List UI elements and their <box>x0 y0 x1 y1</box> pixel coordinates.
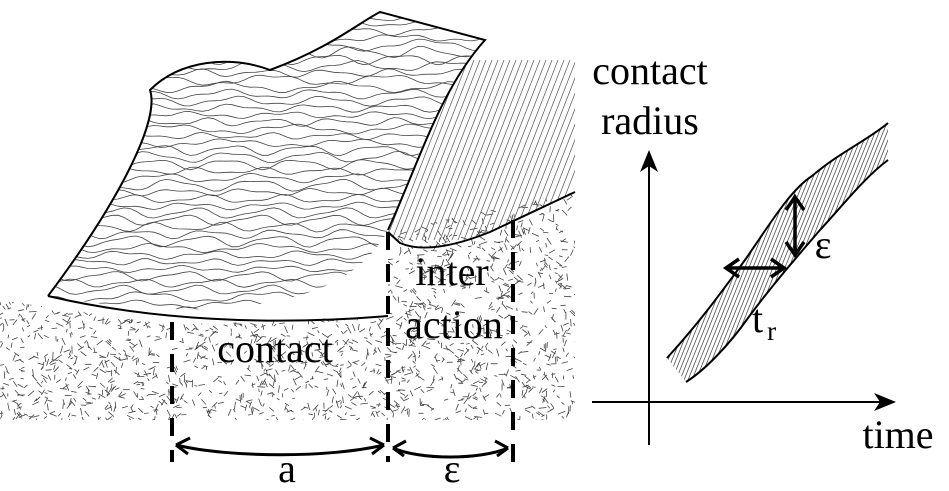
dashed-marker-lines <box>170 220 515 462</box>
tr-width-arrow <box>722 257 788 279</box>
inter-label: inter <box>415 249 488 294</box>
y-axis <box>640 150 658 445</box>
contact-width-bracket <box>175 436 385 457</box>
tr-main: t <box>752 296 763 341</box>
y-axis-label-line2: radius <box>601 98 699 143</box>
y-axis-label-line1: contact <box>592 48 708 93</box>
substrate-surface-line <box>387 191 576 249</box>
action-label: action <box>405 302 503 347</box>
tr-subscript: r <box>767 316 776 346</box>
epsilon-height-arrow <box>784 193 806 259</box>
contact-radius-band <box>666 122 889 383</box>
contact-width-label: a <box>278 446 296 491</box>
contact-label: contact <box>217 326 333 371</box>
interaction-width-bracket <box>392 439 509 459</box>
interaction-width-label: ε <box>444 446 461 491</box>
epsilon-height-label: ε <box>815 222 832 267</box>
x-axis-label: time <box>862 412 933 457</box>
x-axis <box>592 393 896 411</box>
